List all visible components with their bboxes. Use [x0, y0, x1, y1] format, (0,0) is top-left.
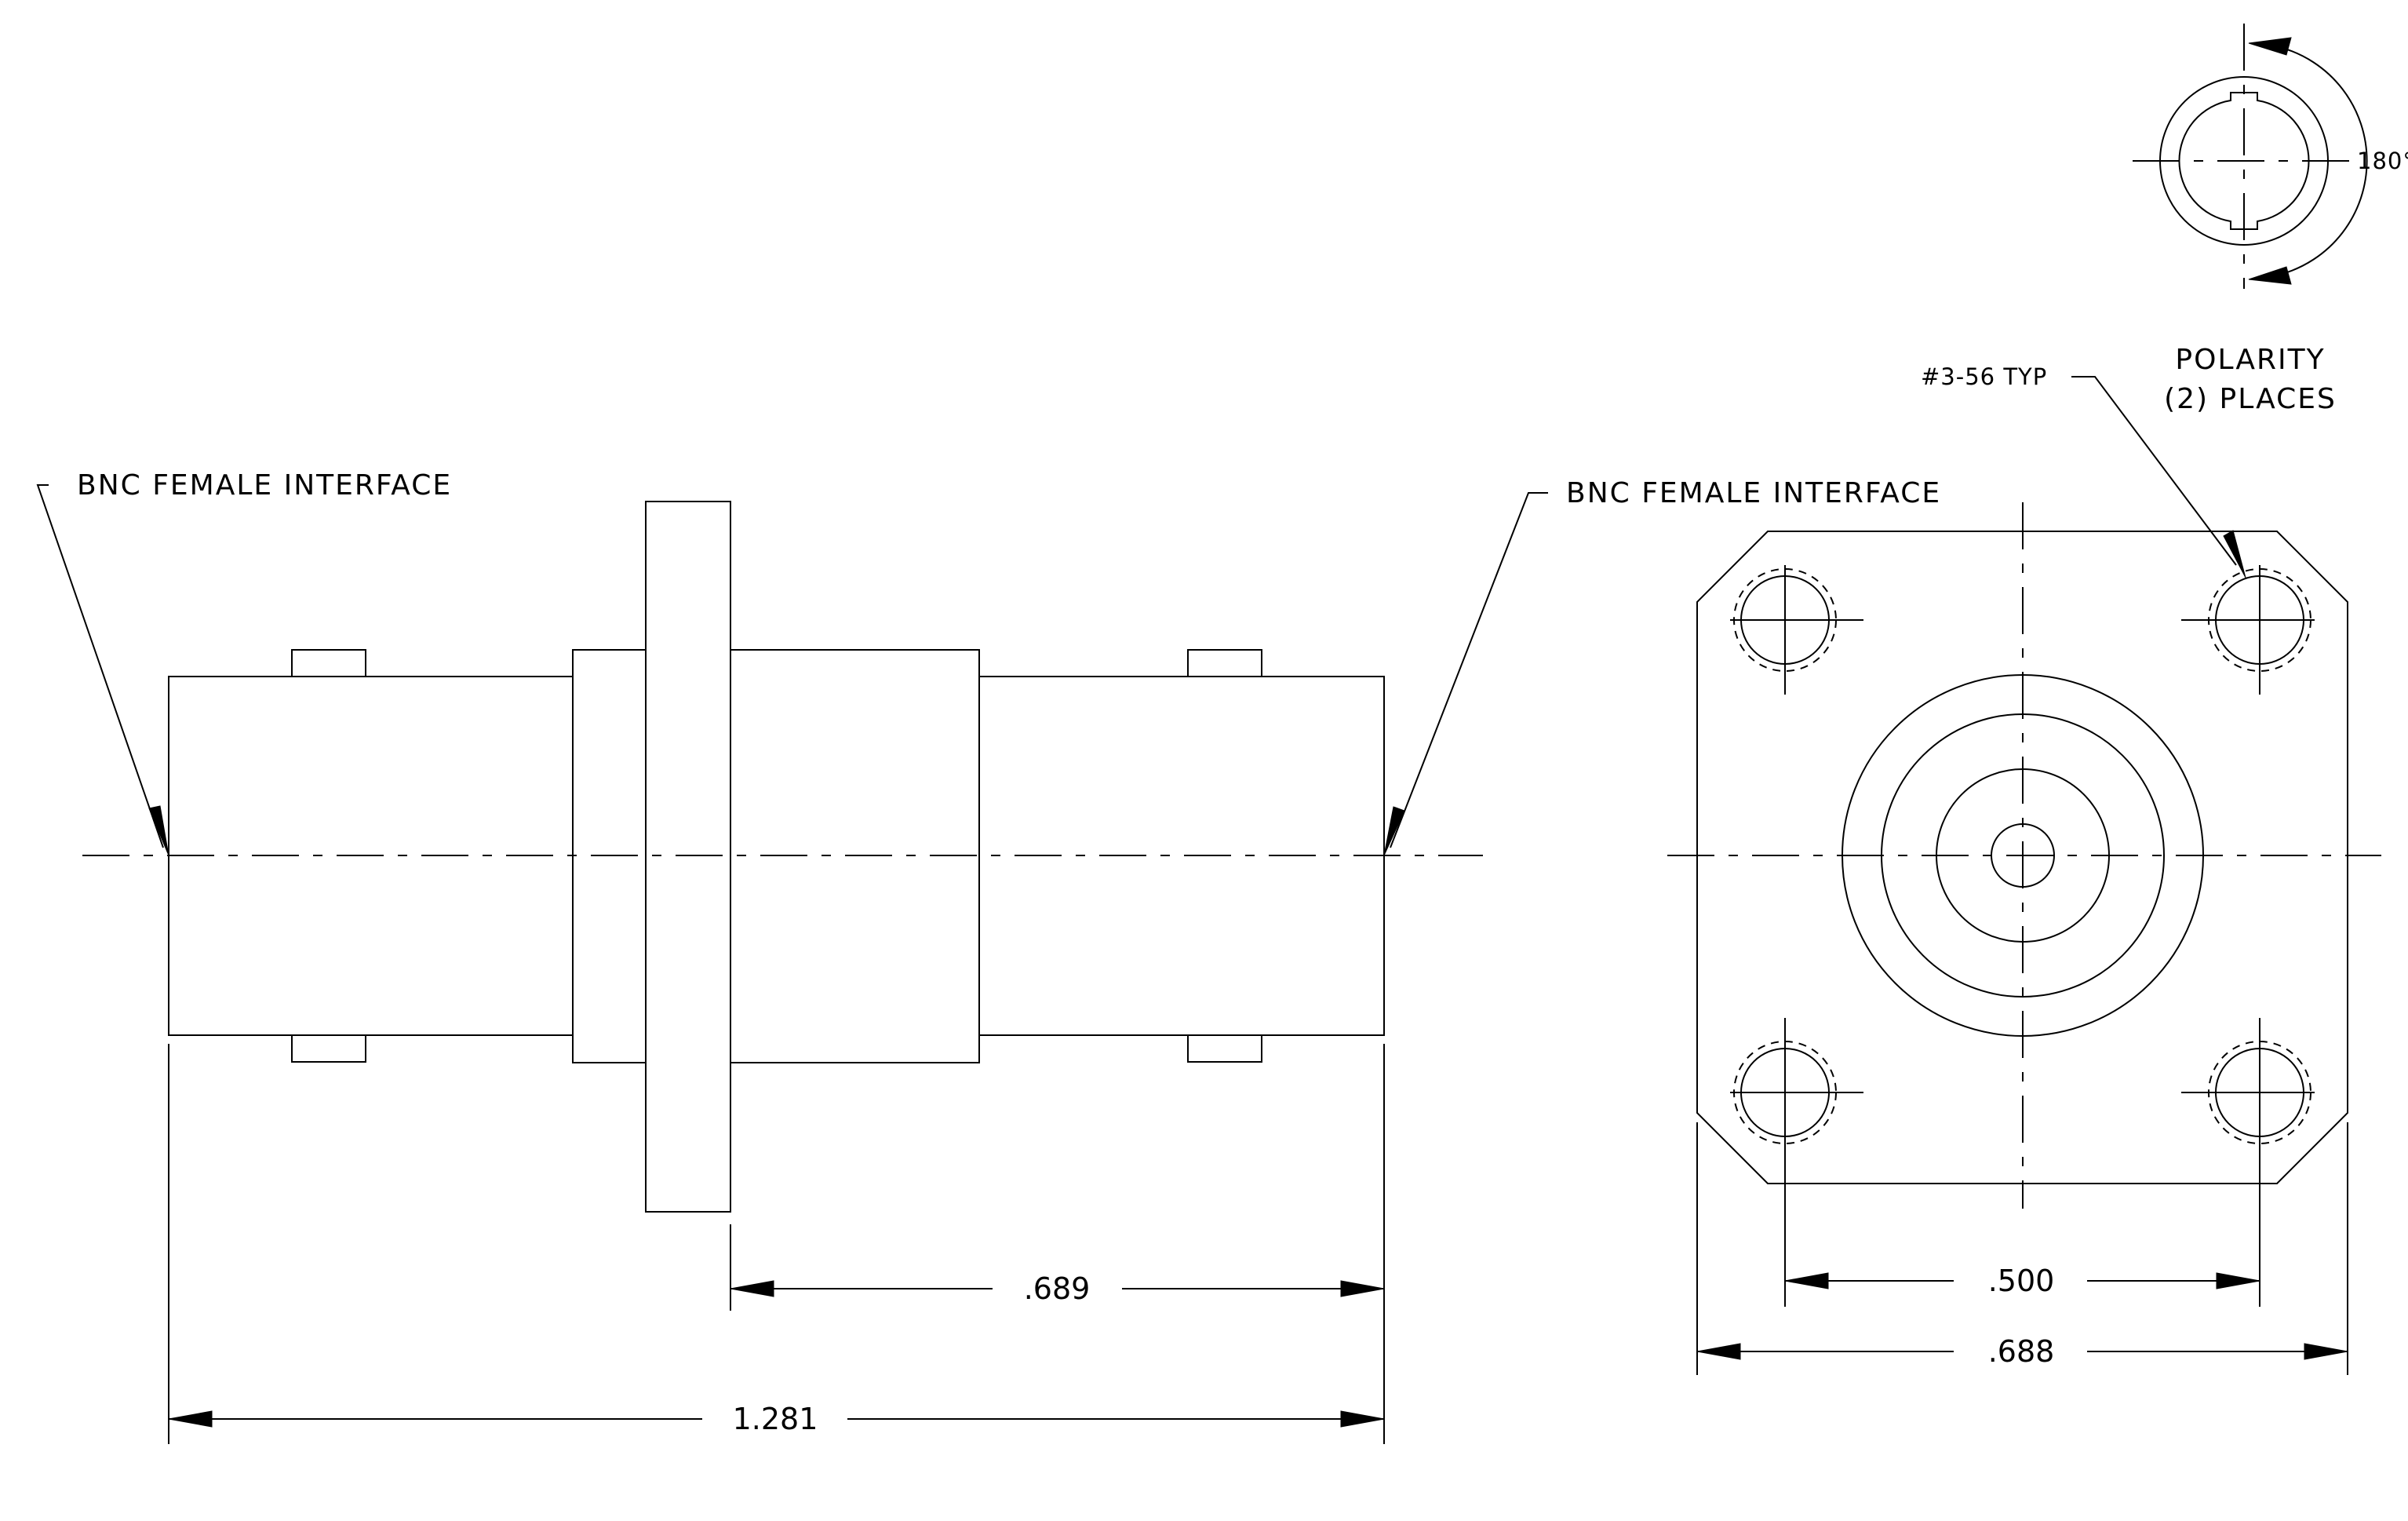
- thread-leader-arrow: [2223, 530, 2246, 578]
- side-view: BNC FEMALE INTERFACE BNC FEMALE INTERFAC…: [36, 469, 1941, 1444]
- polarity-outer-circle: [2159, 76, 2329, 246]
- right-bayonet-pin-bottom: [1187, 1034, 1262, 1063]
- polarity-note-line1: POLARITY: [2175, 344, 2325, 376]
- dim-arrow-500-right: [2216, 1272, 2260, 1289]
- polarity-detail: 180° POLARITY (2) PLACES: [2133, 24, 2408, 415]
- mounting-hole-top-left: [1730, 565, 1863, 695]
- outer-nut-circle: [1842, 674, 2204, 1037]
- mounting-hole-top-right: [2181, 565, 2315, 695]
- right-interface-label: BNC FEMALE INTERFACE: [1566, 477, 1941, 509]
- polarity-rotation-arc: [2279, 46, 2368, 275]
- right-bayonet-pin-top: [1187, 649, 1262, 677]
- right-leader-line: [1390, 492, 1548, 848]
- flange: [645, 501, 731, 1213]
- interface-circle: [1881, 713, 2165, 998]
- dim-arrow-1281-left: [168, 1410, 213, 1428]
- dim-arrow-688-right: [2304, 1343, 2348, 1360]
- dim-arrow-1281-right: [1340, 1410, 1385, 1428]
- left-leader-arrow: [148, 805, 169, 856]
- dim-arrow-500-left: [1784, 1272, 1829, 1289]
- dim-500-text: .500: [1988, 1264, 2055, 1298]
- left-leader-line: [36, 484, 164, 848]
- polarity-angle-text: 180°: [2357, 148, 2408, 174]
- polarity-arc-arrow-bottom: [2248, 266, 2292, 285]
- dim-arrow-689-right: [1340, 1280, 1385, 1297]
- dim-1281-text: 1.281: [733, 1402, 818, 1436]
- left-interface-label: BNC FEMALE INTERFACE: [77, 469, 452, 502]
- dim-arrow-688-left: [1696, 1343, 1741, 1360]
- dim-688-text: .688: [1988, 1334, 2055, 1369]
- polarity-note-line2: (2) PLACES: [2164, 383, 2337, 415]
- left-bayonet-pin-bottom: [291, 1034, 366, 1063]
- square-flange-outline: [1696, 531, 2348, 1184]
- thread-callout-text: #3-56 TYP: [1921, 363, 2047, 390]
- dielectric-circle: [1936, 768, 2110, 943]
- polarity-keyed-bore: [2178, 92, 2310, 230]
- center-contact-circle: [1991, 823, 2055, 888]
- polarity-arc-arrow-top: [2248, 37, 2292, 56]
- thread-leader-line: [2071, 376, 2237, 566]
- front-view: #3-56 TYP .500 .688: [1667, 363, 2381, 1375]
- mounting-hole-bottom-right: [2181, 1018, 2315, 1147]
- dim-arrow-689-left: [730, 1280, 774, 1297]
- left-bayonet-pin-top: [291, 649, 366, 677]
- right-leader-arrow: [1383, 806, 1405, 856]
- mounting-hole-bottom-left: [1730, 1018, 1863, 1147]
- dim-689-text: .689: [1024, 1271, 1091, 1306]
